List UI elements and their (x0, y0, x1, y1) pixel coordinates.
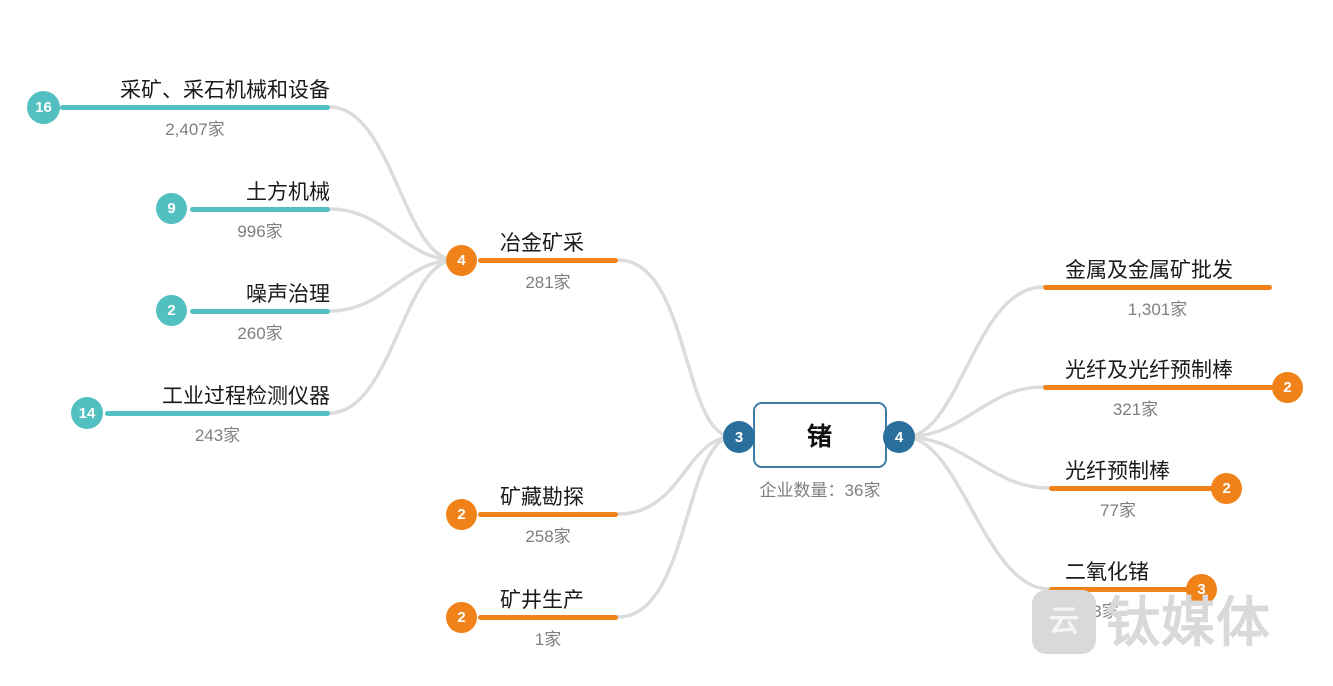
node-count: 1,301家 (1127, 300, 1188, 319)
node-metallurgical-mining[interactable]: 冶金矿采 281家 (478, 233, 618, 291)
node-count: 258家 (525, 527, 571, 546)
node-bar (1043, 385, 1288, 390)
node-count: 243家 (194, 426, 241, 445)
link-center-to-geo2 (903, 435, 1051, 591)
watermark: 云 钛媒体 (1032, 588, 1310, 656)
node-bar (190, 309, 330, 314)
node-bar (1049, 587, 1202, 592)
node-metal-ore-wholesale[interactable]: 金属及金属矿批发 1,301家 (1043, 260, 1272, 318)
link-hub-to-center (616, 258, 735, 439)
badge-optical-fiber-preform[interactable]: 2 (1211, 473, 1242, 504)
node-count: 1家 (534, 630, 562, 649)
node-noise-control[interactable]: 噪声治理 260家 (190, 284, 330, 342)
badge-industrial-process-instruments[interactable]: 14 (71, 397, 103, 429)
badge-mining-quarry-machinery[interactable]: 16 (27, 91, 60, 124)
badge-center-right[interactable]: 4 (883, 421, 915, 453)
node-count: 77家 (1100, 501, 1136, 520)
node-germanium-dioxide[interactable]: 二氧化锗 3家 (1049, 562, 1202, 620)
node-bar (478, 258, 618, 263)
badge-earthmoving-machinery[interactable]: 9 (156, 193, 187, 224)
node-title: 土方机械 (246, 181, 330, 204)
node-title: 采矿、采石机械和设备 (120, 79, 330, 102)
node-title: 工业过程检测仪器 (162, 385, 330, 408)
link-center-to-wholesale (903, 285, 1045, 439)
badge-mine-production[interactable]: 2 (446, 602, 477, 633)
center-node[interactable]: 锗 (753, 402, 887, 468)
node-bar (1049, 486, 1227, 491)
node-mining-quarry-machinery[interactable]: 采矿、采石机械和设备 2,407家 (60, 80, 330, 138)
node-count: 996家 (237, 222, 283, 241)
node-mine-production[interactable]: 矿井生产 1家 (478, 590, 618, 648)
watermark-logo-icon: 云 (1032, 590, 1096, 654)
center-node-label: 锗 (806, 423, 833, 451)
link-noise (328, 258, 457, 313)
node-bar (190, 207, 330, 212)
badge-center-left[interactable]: 3 (723, 421, 755, 453)
node-title: 金属及金属矿批发 (1065, 259, 1233, 282)
node-bar (478, 512, 618, 517)
node-count: 3家 (1092, 602, 1119, 621)
node-title: 二氧化锗 (1065, 561, 1149, 584)
badge-mineral-exploration[interactable]: 2 (446, 499, 477, 530)
link-minewell-to-center (616, 435, 735, 619)
node-bar (1043, 285, 1272, 290)
link-center-to-fiber-rod-a (903, 385, 1045, 439)
link-mining-machinery (328, 105, 457, 262)
node-count: 321家 (1112, 400, 1159, 419)
node-title: 冶金矿采 (500, 232, 584, 255)
node-count: 260家 (237, 324, 283, 343)
node-bar (60, 105, 330, 110)
node-count: 2,407家 (165, 120, 225, 139)
node-count: 281家 (525, 273, 571, 292)
node-bar (478, 615, 618, 620)
node-title: 矿藏勘探 (500, 486, 584, 509)
badge-germanium-dioxide[interactable]: 3 (1186, 574, 1217, 605)
center-node-subtitle: 企业数量：36家 (759, 481, 881, 500)
link-earthmoving (328, 207, 457, 262)
badge-metallurgical-mining[interactable]: 4 (446, 245, 477, 276)
node-title: 光纤及光纤预制棒 (1065, 359, 1233, 382)
node-optical-fiber-and-preform[interactable]: 光纤及光纤预制棒 321家 (1043, 360, 1288, 418)
link-instruments (328, 258, 457, 415)
node-optical-fiber-preform[interactable]: 光纤预制棒 77家 (1049, 461, 1227, 519)
node-earthmoving-machinery[interactable]: 土方机械 996家 (190, 182, 330, 240)
node-title: 光纤预制棒 (1065, 460, 1170, 483)
node-title: 噪声治理 (246, 283, 330, 306)
node-industrial-process-instruments[interactable]: 工业过程检测仪器 243家 (105, 386, 330, 444)
node-mineral-exploration[interactable]: 矿藏勘探 258家 (478, 487, 618, 545)
node-bar (105, 411, 330, 416)
node-title: 矿井生产 (500, 589, 584, 612)
badge-optical-fiber-and-preform[interactable]: 2 (1272, 372, 1303, 403)
badge-noise-control[interactable]: 2 (156, 295, 187, 326)
